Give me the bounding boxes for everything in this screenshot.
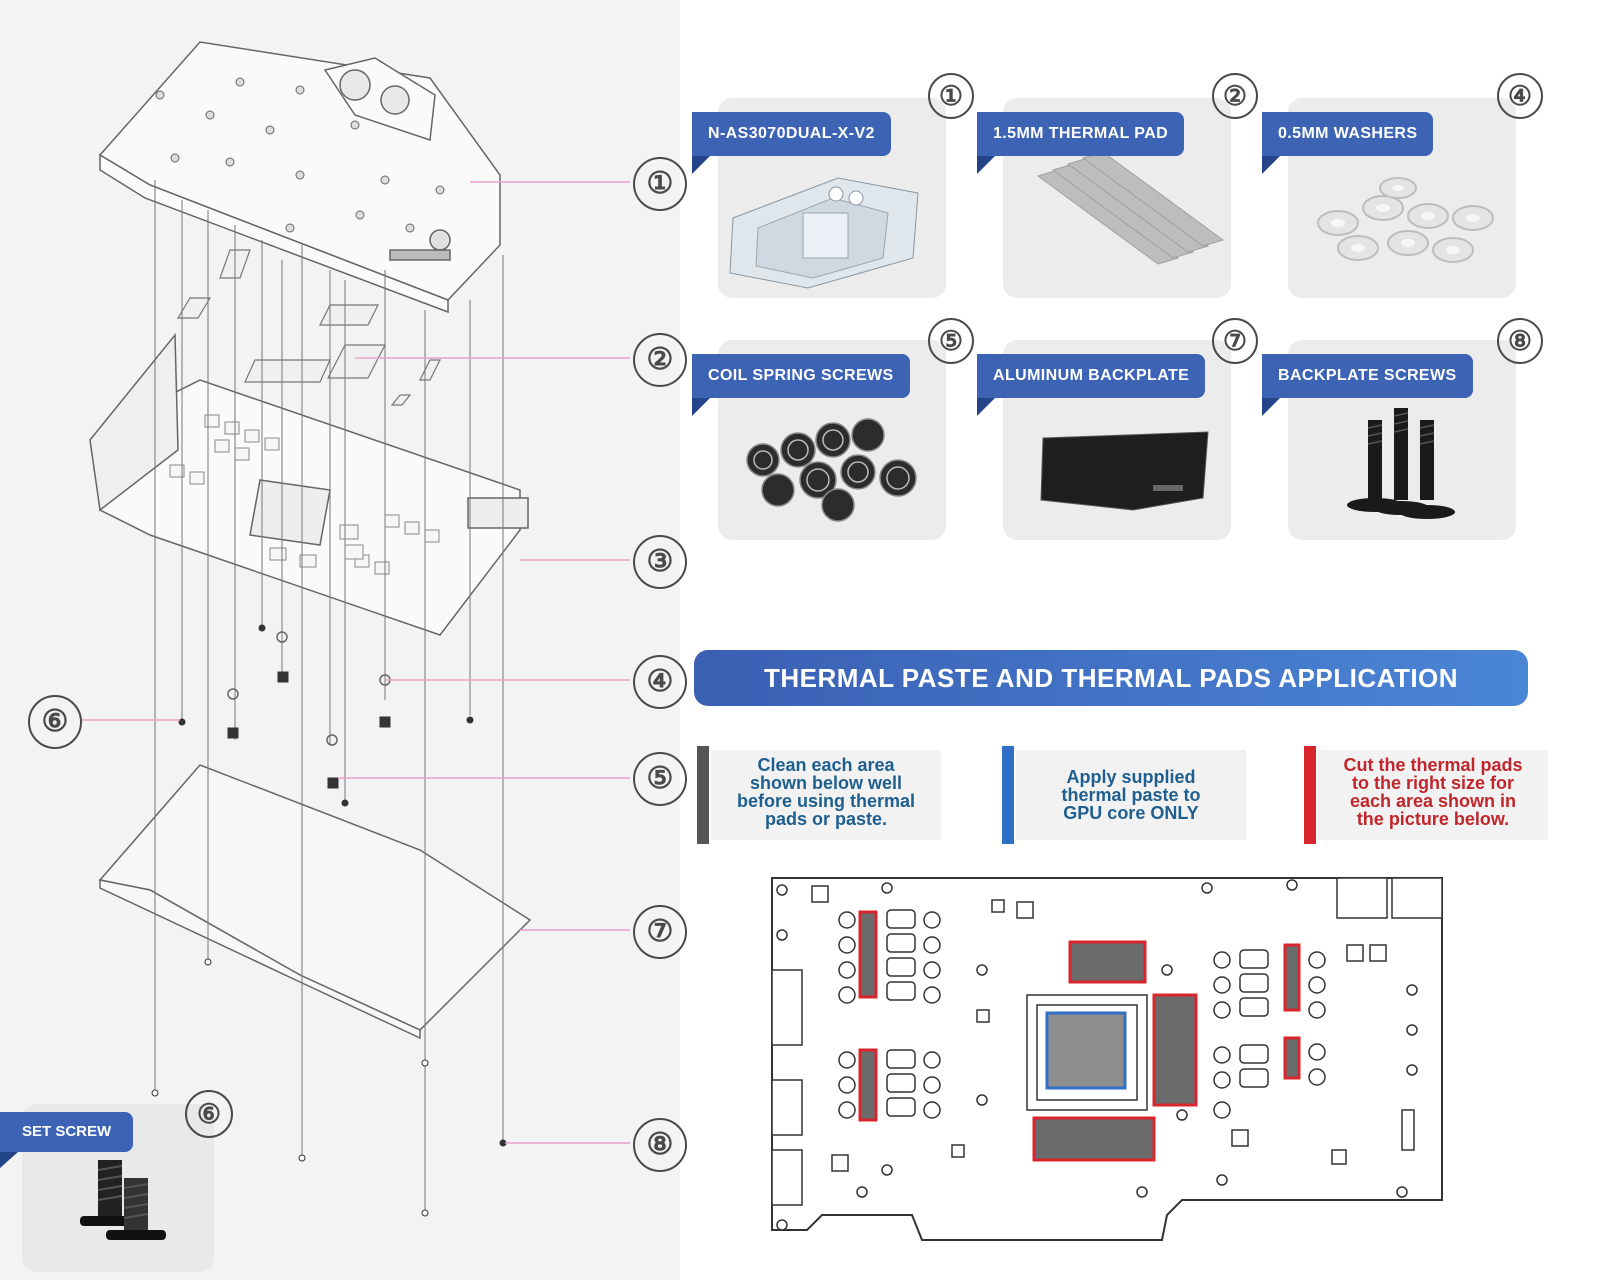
- card-backplate-screws-label: BACKPLATE SCREWS: [1262, 354, 1473, 416]
- gpu-core-paste-area: [1045, 1011, 1127, 1090]
- pcb-thermal-layout: [771, 877, 1443, 1241]
- note-clean-line-4: pads or paste.: [764, 809, 888, 829]
- card-water-block-number: ①: [928, 73, 974, 119]
- callout-1: ①: [633, 157, 687, 211]
- set-screw-number: ⑥: [185, 1090, 233, 1138]
- callout-5: ⑤: [633, 752, 687, 806]
- callout-6: ⑥: [28, 695, 82, 749]
- card-backplate-number: ⑦: [1212, 318, 1258, 364]
- note-paste-bar: [1002, 746, 1014, 844]
- pcb-drawing: [89, 332, 529, 636]
- card-washers-number: ④: [1497, 73, 1543, 119]
- spring-screws-icon: [746, 418, 917, 522]
- washers-drawing: [227, 631, 391, 746]
- note-cut-line-2: to the right size for: [1352, 773, 1514, 793]
- water-block-screw-holes: [155, 77, 445, 233]
- io-bracket: [771, 877, 1443, 1206]
- card-water-block: N-AS3070DUAL-X-V2: [692, 98, 946, 298]
- note-clean: Clean each area shown below well before …: [697, 746, 941, 844]
- exploded-view-diagram: [80, 41, 630, 1217]
- card-backplate: ALUMINUM BACKPLATE: [977, 340, 1231, 540]
- set-screw-image: [80, 1160, 166, 1240]
- card-spring-screws-number: ⑤: [928, 318, 974, 364]
- card-backplate-label: ALUMINUM BACKPLATE: [977, 354, 1206, 416]
- card-backplate-screws-number: ⑧: [1497, 318, 1543, 364]
- thermal-pad-areas: [858, 910, 1301, 1162]
- assembly-lines: [154, 180, 504, 1210]
- water-block-icon: [729, 177, 919, 289]
- exploded-view-panel: ① ② ③ ④ ⑤ ⑥ ⑦ ⑧ SET SCREW ⑥: [0, 0, 687, 1280]
- card-thermal-pad-label: 1.5MM THERMAL PAD: [977, 112, 1185, 174]
- set-screw-label: SET SCREW: [0, 1112, 134, 1168]
- note-cut-line-3: each area shown in: [1349, 791, 1517, 811]
- note-cut-line-4: the picture below.: [1356, 809, 1510, 829]
- note-paste-line-1: Apply supplied: [1066, 767, 1196, 787]
- thermal-application-banner: THERMAL PASTE AND THERMAL PADS APPLICATI…: [694, 650, 1528, 706]
- thermal-pad-icon: [1036, 151, 1225, 265]
- washers-icon: [1317, 177, 1494, 263]
- components: [811, 885, 1415, 1172]
- callout-3: ③: [633, 535, 687, 589]
- card-washers: 0.5MM WASHERS: [1262, 98, 1516, 298]
- leader-lines: [80, 181, 630, 1144]
- callout-7: ⑦: [633, 905, 687, 959]
- card-thermal-pad: 1.5MM THERMAL PAD: [977, 98, 1231, 298]
- screws-and-washers: [151, 624, 507, 1217]
- backplate-drawing: [98, 764, 532, 1040]
- card-backplate-screws: BACKPLATE SCREWS: [1262, 340, 1516, 540]
- note-clean-line-2: shown below well: [749, 773, 902, 793]
- note-cut-line-1: Cut the thermal pads: [1343, 755, 1523, 775]
- callout-4: ④: [633, 655, 687, 709]
- note-paste: Apply supplied thermal paste to GPU core…: [1002, 746, 1246, 844]
- note-cut: Cut the thermal pads to the right size f…: [1304, 746, 1548, 844]
- card-spring-screws: COIL SPRING SCREWS: [692, 340, 946, 540]
- note-clean-line-3: before using thermal: [736, 791, 916, 811]
- backplate-screws-icon: [1347, 408, 1455, 519]
- callout-2: ②: [633, 333, 687, 387]
- note-clean-line-1: Clean each area: [757, 755, 895, 775]
- card-spring-screws-label: COIL SPRING SCREWS: [692, 354, 910, 416]
- note-cut-bar: [1304, 746, 1316, 844]
- card-washers-label: 0.5MM WASHERS: [1262, 112, 1434, 174]
- note-paste-line-2: thermal paste to: [1061, 785, 1201, 805]
- card-water-block-label: N-AS3070DUAL-X-V2: [692, 112, 891, 174]
- note-paste-line-3: GPU core ONLY: [1063, 803, 1199, 823]
- backplate-icon: [1040, 431, 1209, 511]
- note-clean-bar: [697, 746, 709, 844]
- callout-8: ⑧: [633, 1118, 687, 1172]
- card-thermal-pad-number: ②: [1212, 73, 1258, 119]
- mounting-holes: [776, 879, 1418, 1231]
